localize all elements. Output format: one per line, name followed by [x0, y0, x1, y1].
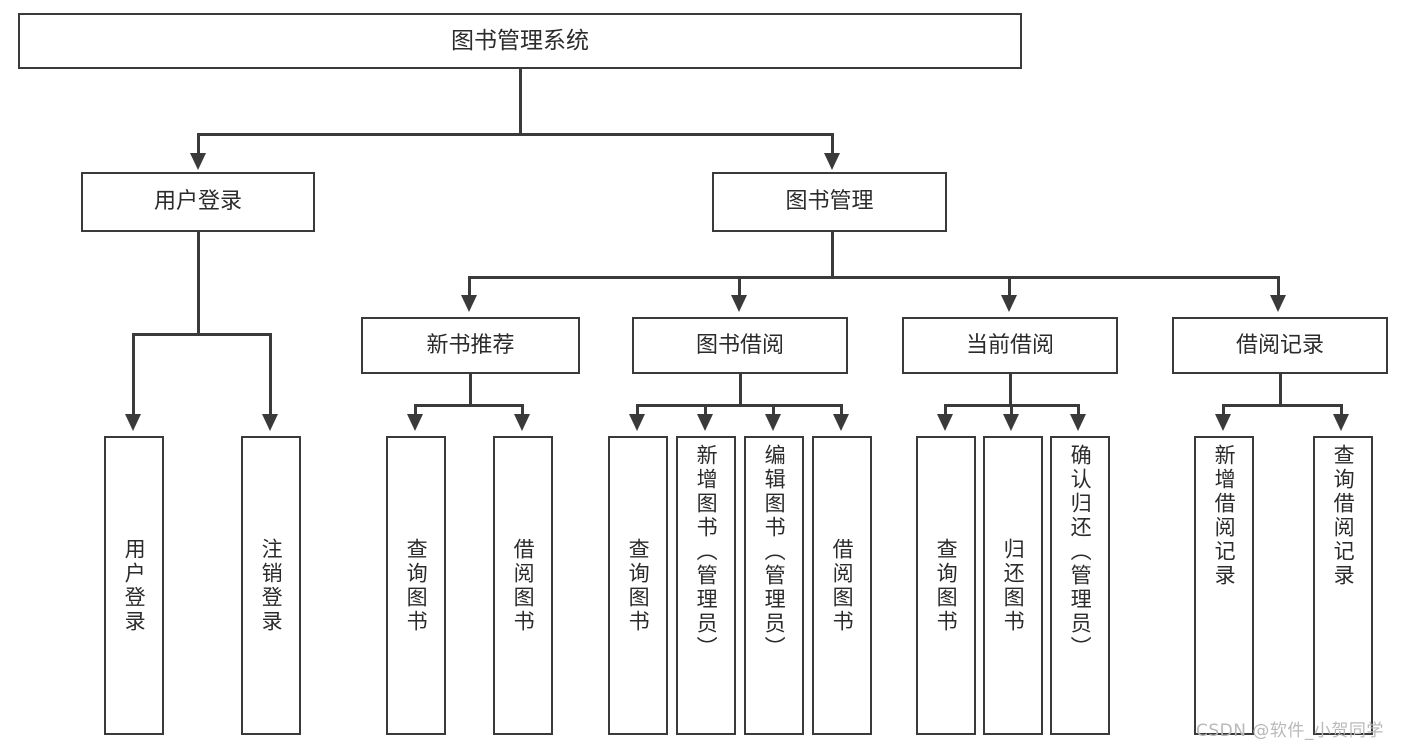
connector-bb-drop-4 [840, 404, 843, 419]
connector-bb-drop-3 [772, 404, 775, 419]
connector-book-mgmt-bar [468, 276, 1280, 279]
arrowhead-icon [1003, 414, 1019, 431]
leaf-br-query-record[interactable]: 查询借阅记录 [1313, 436, 1373, 735]
node-label: 查询图书 [404, 537, 429, 634]
watermark-csdn: CSDN @软件_小贺同学 [1196, 721, 1384, 741]
node-label: 注销登录 [259, 537, 284, 634]
connector-l3-drop-4 [1277, 276, 1280, 300]
arrowhead-icon [824, 153, 840, 170]
arrowhead-icon [1215, 414, 1231, 431]
node-borrow-record[interactable]: 借阅记录 [1172, 317, 1388, 374]
connector-br-drop-1 [1222, 404, 1225, 419]
connector-br-stem [1279, 374, 1282, 404]
arrowhead-icon [1001, 295, 1017, 312]
node-label: 借阅图书 [830, 537, 855, 634]
connector-book-mgmt-stem [831, 232, 834, 276]
arrowhead-icon [731, 295, 747, 312]
node-label: 图书借阅 [695, 332, 784, 358]
node-label: 新书推荐 [426, 332, 515, 358]
connector-user-login-stem [197, 232, 200, 333]
connector-br-bar [1222, 404, 1342, 407]
connector-cb-drop-1 [944, 404, 947, 419]
node-new-book-recommend[interactable]: 新书推荐 [361, 317, 580, 374]
arrowhead-icon [514, 414, 530, 431]
node-label: 用户登录 [153, 189, 242, 215]
leaf-bb-edit-book-admin[interactable]: 编辑图书（管理员） [744, 436, 804, 735]
node-label: 查询图书 [934, 537, 959, 634]
arrowhead-icon [125, 414, 141, 431]
leaf-br-add-record[interactable]: 新增借阅记录 [1194, 436, 1254, 735]
arrowhead-icon [1270, 295, 1286, 312]
node-label: 编辑图书（管理员） [762, 444, 787, 660]
node-book-management[interactable]: 图书管理 [712, 172, 947, 232]
node-book-borrow[interactable]: 图书借阅 [632, 317, 848, 374]
connector-br-drop-2 [1340, 404, 1343, 419]
node-label: 查询图书 [626, 537, 651, 634]
connector-bb-drop-2 [704, 404, 707, 419]
node-current-borrow[interactable]: 当前借阅 [902, 317, 1118, 374]
connector-user-login-drop-2 [269, 333, 272, 419]
leaf-logout[interactable]: 注销登录 [241, 436, 301, 735]
node-label: 图书管理系统 [451, 27, 589, 54]
connector-cb-stem [1009, 374, 1012, 404]
node-label: 图书管理 [785, 189, 874, 215]
leaf-nbr-query-book[interactable]: 查询图书 [386, 436, 446, 735]
arrowhead-icon [937, 414, 953, 431]
leaf-user-login[interactable]: 用户登录 [104, 436, 164, 735]
leaf-nbr-borrow-book[interactable]: 借阅图书 [493, 436, 553, 735]
connector-nbr-stem [469, 374, 472, 404]
arrowhead-icon [461, 295, 477, 312]
arrowhead-icon [697, 414, 713, 431]
connector-l3-drop-1 [468, 276, 471, 300]
leaf-bb-borrow-book[interactable]: 借阅图书 [812, 436, 872, 735]
connector-bb-stem [739, 374, 742, 404]
node-label: 归还图书 [1001, 537, 1026, 634]
connector-nbr-drop-2 [521, 404, 524, 419]
node-label: 新增图书（管理员） [694, 444, 719, 660]
arrowhead-icon [190, 153, 206, 170]
arrowhead-icon [407, 414, 423, 431]
arrowhead-icon [1333, 414, 1349, 431]
node-label: 新增借阅记录 [1212, 444, 1237, 588]
node-label: 当前借阅 [965, 332, 1054, 358]
leaf-cb-confirm-return-admin[interactable]: 确认归还（管理员） [1050, 436, 1110, 735]
leaf-cb-query-book[interactable]: 查询图书 [916, 436, 976, 735]
connector-nbr-drop-1 [414, 404, 417, 419]
node-label: 查询借阅记录 [1331, 444, 1356, 588]
arrowhead-icon [833, 414, 849, 431]
connector-root-drop-1 [197, 133, 200, 158]
node-label: 借阅图书 [511, 537, 536, 634]
connector-cb-drop-3 [1077, 404, 1080, 419]
node-label: 确认归还（管理员） [1068, 444, 1093, 660]
connector-bb-drop-1 [636, 404, 639, 419]
connector-l3-drop-3 [1008, 276, 1011, 300]
connector-l3-drop-2 [738, 276, 741, 300]
node-label: 借阅记录 [1235, 332, 1324, 358]
connector-root-stem [519, 69, 522, 133]
arrowhead-icon [765, 414, 781, 431]
connector-user-login-bar [132, 333, 272, 336]
connector-nbr-bar [414, 404, 524, 407]
connector-root-bar [197, 133, 834, 136]
connector-user-login-drop-1 [132, 333, 135, 419]
connector-root-drop-2 [831, 133, 834, 158]
arrowhead-icon [629, 414, 645, 431]
arrowhead-icon [1070, 414, 1086, 431]
leaf-bb-add-book-admin[interactable]: 新增图书（管理员） [676, 436, 736, 735]
arrowhead-icon [262, 414, 278, 431]
connector-cb-drop-2 [1010, 404, 1013, 419]
node-user-login[interactable]: 用户登录 [81, 172, 315, 232]
leaf-cb-return-book[interactable]: 归还图书 [983, 436, 1043, 735]
leaf-bb-query-book[interactable]: 查询图书 [608, 436, 668, 735]
node-label: 用户登录 [122, 537, 147, 634]
connector-bb-bar [636, 404, 843, 407]
node-root-book-management-system[interactable]: 图书管理系统 [18, 13, 1022, 69]
